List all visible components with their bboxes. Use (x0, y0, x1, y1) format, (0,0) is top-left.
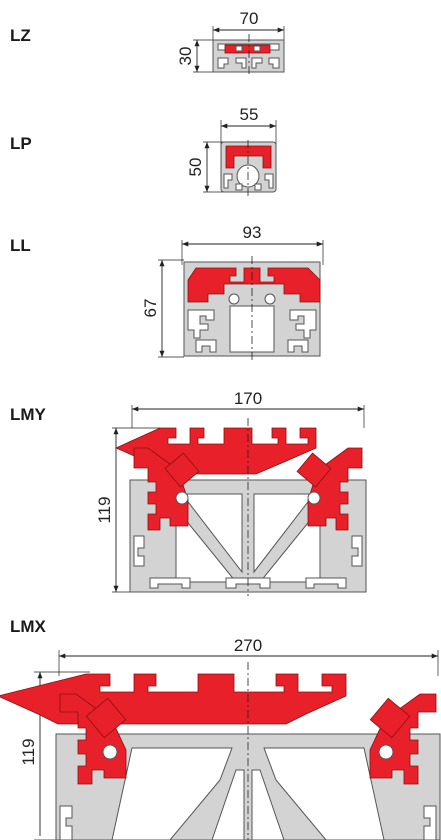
profile-label-lp: LP (10, 134, 32, 153)
lz-height-label: 30 (176, 47, 195, 66)
profile-label-ll: LL (10, 236, 31, 255)
lmx-height-label: 119 (19, 738, 38, 765)
lp-height-dimension: 50 (186, 141, 224, 193)
lmy-section (115, 418, 367, 596)
lmy-width-dimension: 170 (131, 389, 365, 428)
lz-width-label: 70 (240, 9, 259, 28)
ll-width-dimension: 93 (181, 223, 324, 265)
lmy-width-label: 170 (234, 389, 262, 408)
lp-width-label: 55 (240, 105, 259, 124)
lmx-width-dimension: 270 (58, 636, 439, 676)
lmx-section (0, 662, 441, 840)
lp-height-label: 50 (186, 158, 205, 177)
ll-width-label: 93 (243, 223, 262, 242)
profile-lz: 70 30 (176, 9, 285, 76)
lmy-height-dimension: 119 (95, 427, 160, 593)
lmy-height-label: 119 (95, 496, 114, 523)
ll-section (183, 256, 321, 362)
profile-lp: 55 50 (186, 105, 277, 196)
profile-label-lmx: LMX (10, 617, 46, 636)
profile-lmx: 270 119 (0, 636, 441, 840)
profile-lmy: 170 119 (95, 389, 367, 596)
profile-ll: 93 67 (141, 223, 324, 362)
ll-height-dimension: 67 (141, 259, 184, 358)
profile-label-lz: LZ (10, 26, 31, 45)
profile-label-lmy: LMY (10, 405, 46, 424)
ll-height-label: 67 (141, 299, 160, 318)
lz-section (212, 34, 285, 76)
lz-height-dimension: 30 (176, 39, 215, 73)
lmx-width-label: 270 (234, 636, 262, 655)
lp-section (220, 140, 277, 196)
